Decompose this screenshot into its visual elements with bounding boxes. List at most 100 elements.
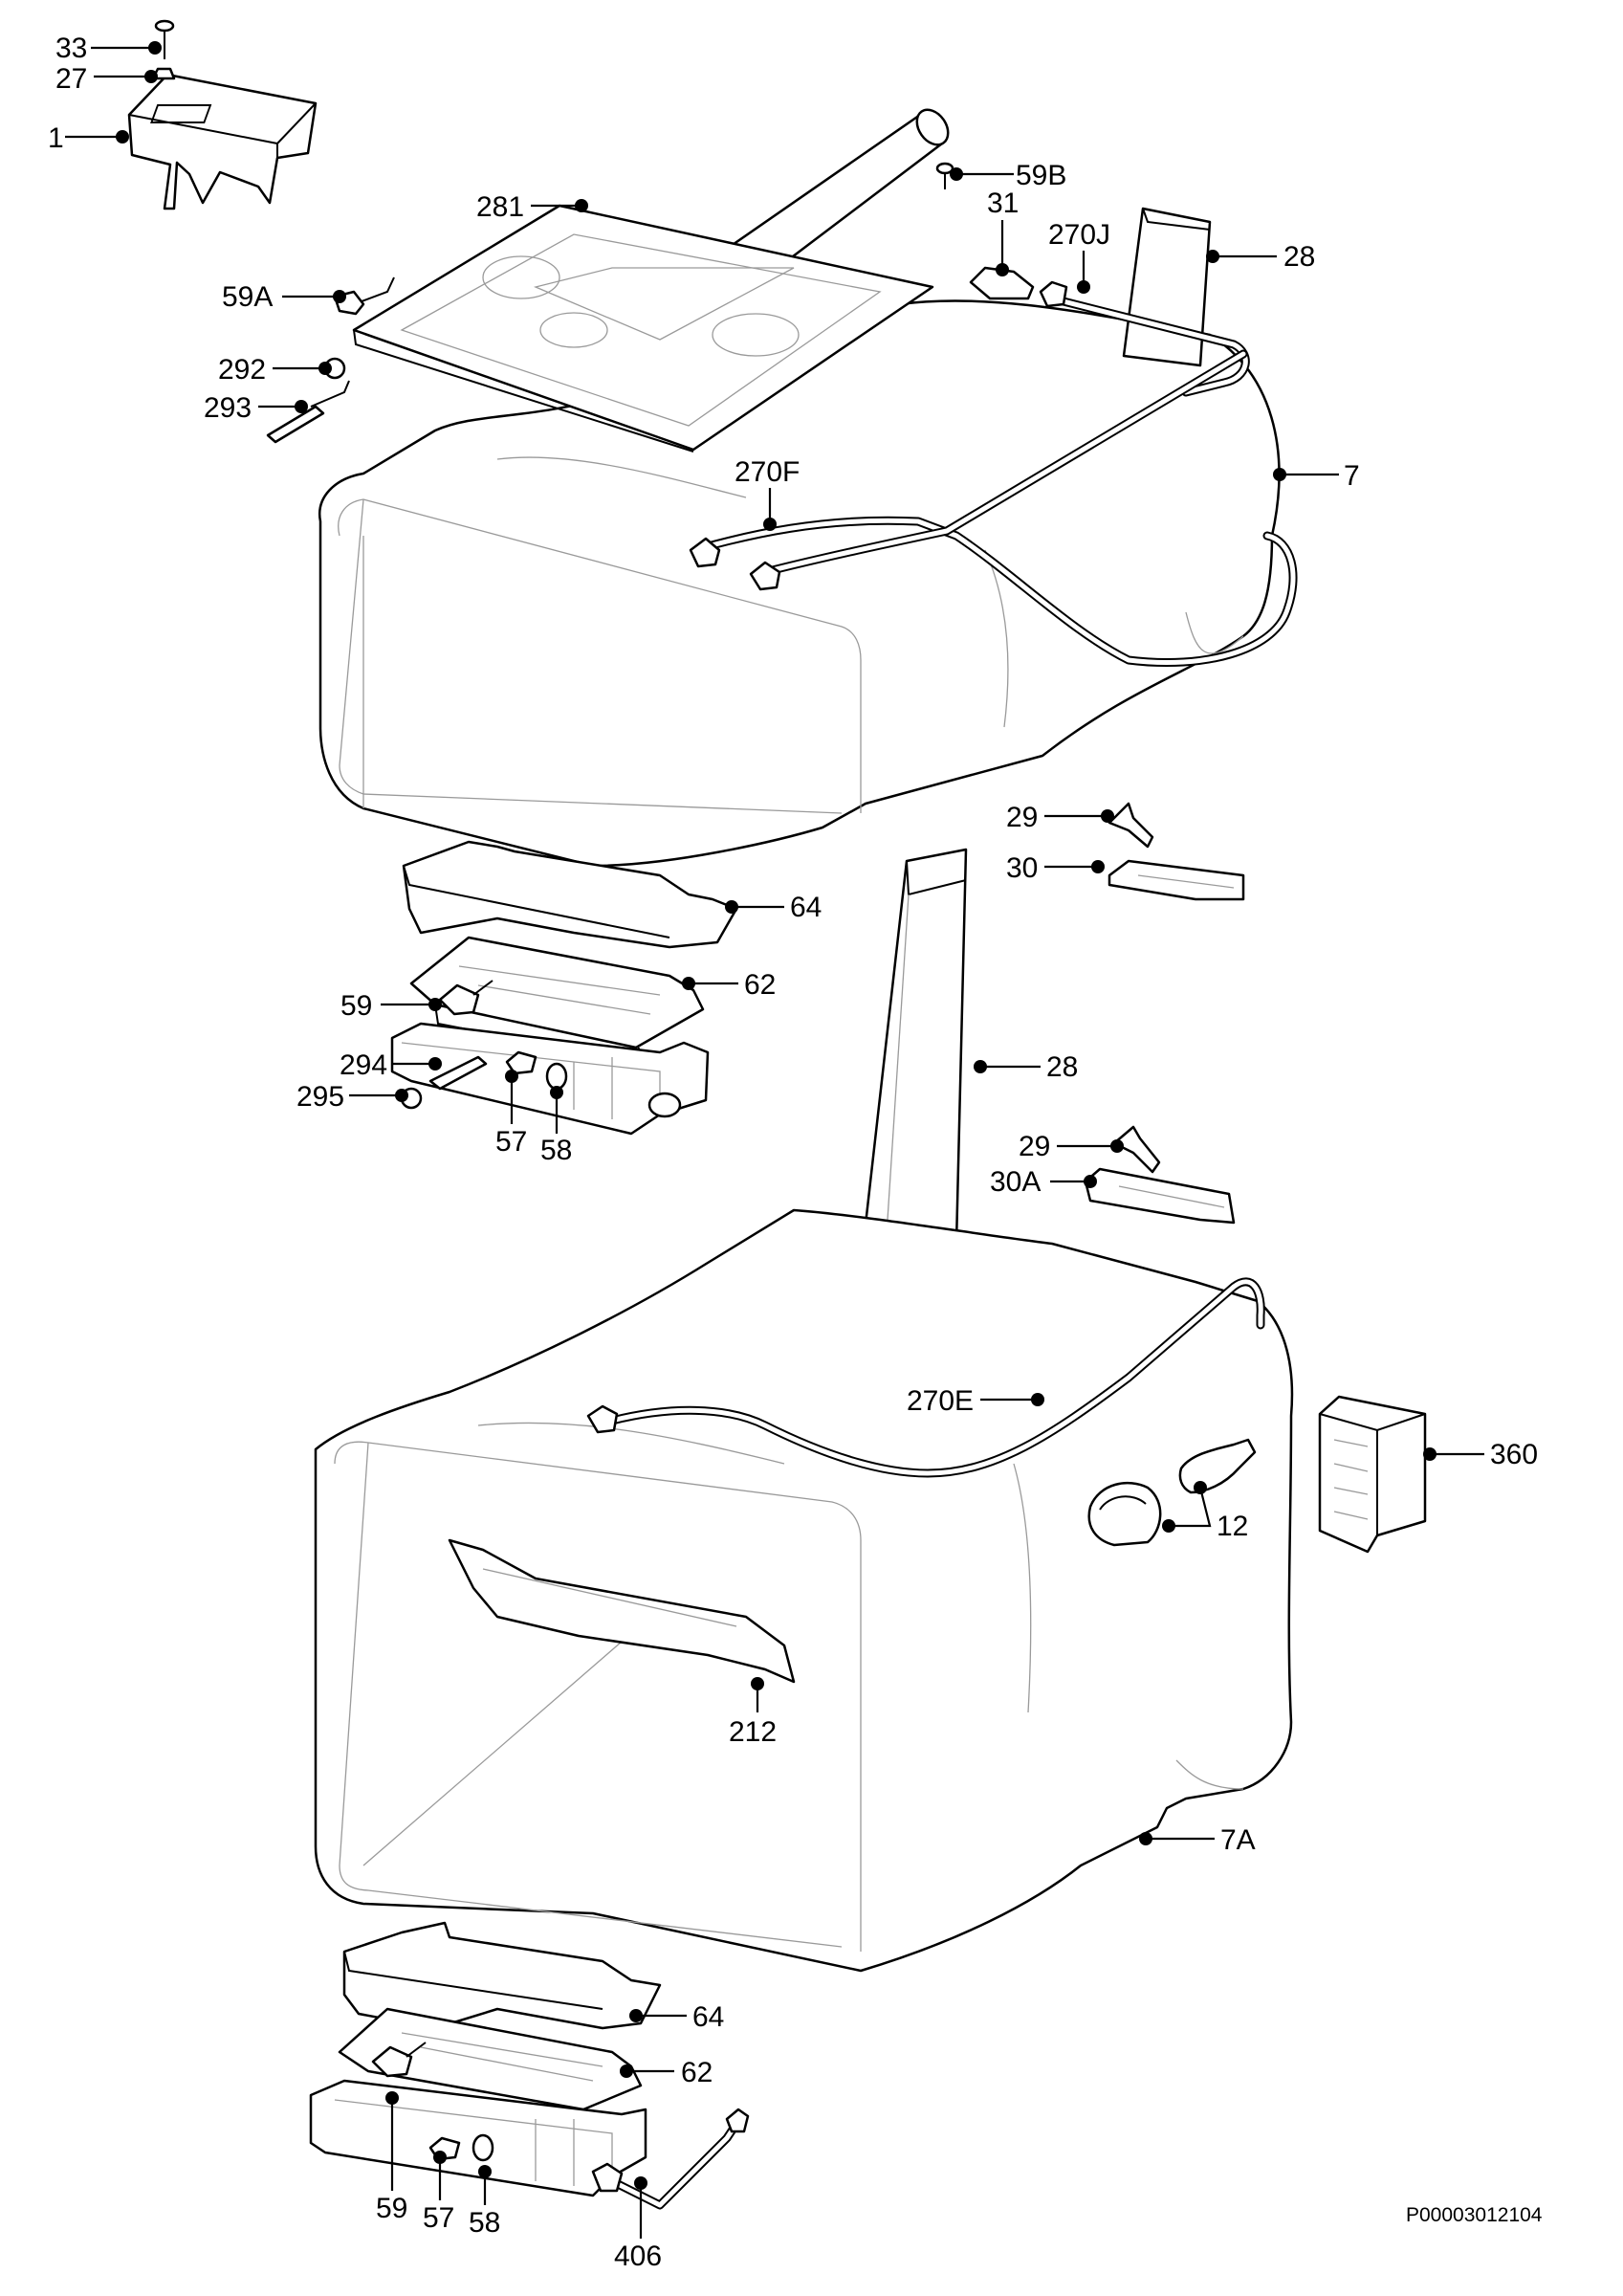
callout-212: 212 bbox=[729, 1716, 777, 1748]
leader-27 bbox=[94, 70, 158, 83]
part-pipe-270J bbox=[1047, 294, 1250, 397]
part-sensor-59-lower bbox=[371, 2042, 427, 2078]
part-connector-31 bbox=[969, 266, 1068, 308]
callout-12: 12 bbox=[1217, 1511, 1248, 1542]
part-top-panel-281 bbox=[352, 204, 934, 453]
part-seal-30A bbox=[1084, 1167, 1236, 1225]
callout-58-lower: 58 bbox=[469, 2207, 500, 2239]
part-air-duct-28 bbox=[864, 848, 968, 1246]
leader-406 bbox=[634, 2176, 647, 2239]
leader-293 bbox=[258, 400, 308, 413]
part-pipe-270E bbox=[586, 1277, 1265, 1478]
callout-270F: 270F bbox=[735, 456, 800, 488]
leader-64-upper bbox=[725, 900, 784, 914]
part-terminal-block-360 bbox=[1318, 1395, 1427, 1554]
part-washer-58-lower bbox=[472, 2133, 494, 2162]
part-screw-59B bbox=[935, 162, 954, 189]
callout-29-upper: 29 bbox=[1006, 802, 1038, 833]
callout-294: 294 bbox=[340, 1049, 387, 1081]
callout-28-top: 28 bbox=[1283, 241, 1315, 273]
leader-360 bbox=[1423, 1447, 1484, 1461]
callout-270E: 270E bbox=[907, 1385, 974, 1417]
part-control-module-1 bbox=[127, 73, 318, 210]
part-shelf-runner-212 bbox=[448, 1538, 796, 1684]
part-nut-27 bbox=[151, 67, 176, 80]
part-element-bracket-62-lower bbox=[338, 2007, 643, 2111]
leader-62-upper bbox=[682, 977, 738, 990]
callout-270J: 270J bbox=[1048, 219, 1110, 251]
leader-59B bbox=[950, 167, 1014, 181]
leader-7 bbox=[1273, 468, 1339, 481]
callout-30: 30 bbox=[1006, 852, 1038, 884]
callout-406: 406 bbox=[614, 2241, 662, 2272]
leader-30 bbox=[1044, 860, 1105, 873]
callout-29-lower: 29 bbox=[1019, 1131, 1050, 1162]
callout-30A: 30A bbox=[990, 1166, 1041, 1198]
leader-58-lower bbox=[478, 2165, 492, 2205]
part-probe-294 bbox=[428, 1055, 488, 1091]
part-lamp-cover-29-upper bbox=[1108, 802, 1154, 849]
callout-62-lower: 62 bbox=[681, 2057, 713, 2088]
leader-59-upper bbox=[381, 998, 442, 1011]
callout-57-upper: 57 bbox=[495, 1126, 527, 1158]
leader-12 bbox=[1162, 1481, 1212, 1533]
part-washer-58-upper bbox=[545, 1062, 568, 1091]
callout-7: 7 bbox=[1344, 460, 1360, 492]
leader-59A bbox=[282, 290, 346, 303]
leader-62-lower bbox=[620, 2064, 674, 2078]
callout-292: 292 bbox=[218, 354, 266, 386]
leader-29-lower bbox=[1057, 1139, 1124, 1153]
leader-295 bbox=[349, 1089, 408, 1102]
part-sensor-59-upper bbox=[438, 980, 493, 1016]
callout-59A: 59A bbox=[222, 281, 273, 313]
leader-270J bbox=[1077, 251, 1090, 294]
callout-33: 33 bbox=[55, 33, 87, 64]
drawing-code: P00003012104 bbox=[1406, 2204, 1543, 2226]
callout-64-lower: 64 bbox=[692, 2001, 724, 2033]
leader-28-top bbox=[1206, 250, 1277, 263]
leader-281 bbox=[531, 199, 588, 212]
part-probe-293 bbox=[266, 380, 350, 444]
callout-27: 27 bbox=[55, 63, 87, 95]
leader-212 bbox=[751, 1677, 764, 1712]
callout-31: 31 bbox=[987, 188, 1019, 219]
callout-360: 360 bbox=[1490, 1439, 1538, 1470]
leader-57-lower bbox=[433, 2151, 447, 2200]
part-pipe-270F bbox=[689, 349, 1298, 667]
part-main-oven-cavity-7A bbox=[314, 1208, 1294, 1973]
callout-295: 295 bbox=[296, 1081, 344, 1113]
leader-29-upper bbox=[1044, 809, 1114, 823]
callout-59B: 59B bbox=[1016, 160, 1066, 191]
callout-58-upper: 58 bbox=[540, 1135, 572, 1166]
part-upper-oven-cavity-7 bbox=[318, 299, 1281, 868]
part-screw-33 bbox=[154, 19, 175, 59]
leader-28-mid bbox=[974, 1060, 1041, 1073]
callout-57-lower: 57 bbox=[423, 2202, 454, 2234]
leader-59-lower bbox=[385, 2091, 399, 2191]
leader-58-upper bbox=[550, 1086, 563, 1134]
callout-64-upper: 64 bbox=[790, 892, 822, 923]
callout-1: 1 bbox=[48, 122, 64, 154]
leader-33 bbox=[91, 41, 162, 55]
leader-30A bbox=[1050, 1175, 1097, 1188]
leader-31 bbox=[996, 220, 1009, 276]
callout-59-lower: 59 bbox=[376, 2193, 407, 2224]
leader-270F bbox=[763, 488, 777, 531]
leader-292 bbox=[273, 362, 332, 375]
leader-270E bbox=[980, 1393, 1044, 1406]
callout-281: 281 bbox=[476, 191, 524, 223]
part-heat-shield-64-lower bbox=[342, 1921, 662, 2030]
leader-7A bbox=[1139, 1832, 1215, 1845]
leader-294 bbox=[392, 1057, 442, 1071]
callout-28-mid: 28 bbox=[1046, 1051, 1078, 1083]
part-heater-element-28-top bbox=[1122, 207, 1212, 367]
part-seal-30 bbox=[1108, 859, 1245, 901]
leader-57-upper bbox=[505, 1070, 518, 1124]
part-lamp-cover-29-lower bbox=[1112, 1125, 1161, 1174]
callout-62-upper: 62 bbox=[744, 969, 776, 1001]
callout-59-upper: 59 bbox=[340, 990, 372, 1022]
part-pipe-406 bbox=[591, 2108, 750, 2210]
leader-1 bbox=[65, 130, 129, 144]
part-lamp-holder-12 bbox=[1087, 1438, 1257, 1547]
